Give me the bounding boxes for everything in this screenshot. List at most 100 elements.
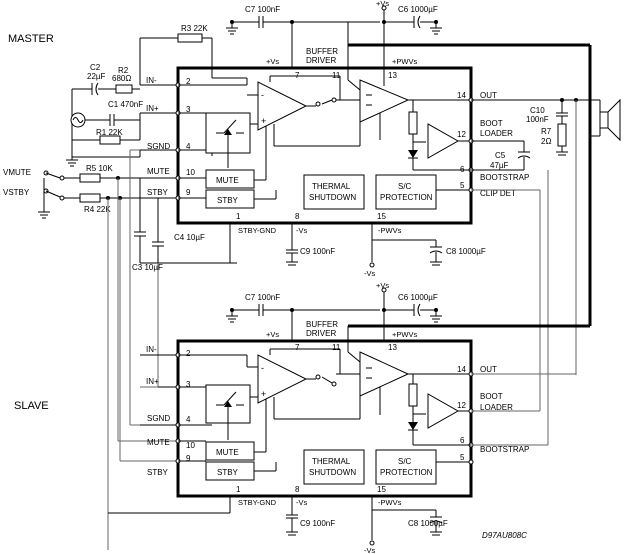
slave-stby-gnd: STBY-GND [238,498,277,507]
vs-top-label: +Vs [376,0,389,8]
master-mute-block [205,169,255,189]
r1-resistor [99,135,121,145]
slave-label: SLAVE [14,400,49,412]
r4-resistor [79,193,101,203]
master-pin1: 1 [236,212,241,221]
svg-text:+: + [261,389,266,399]
c9-label: C9 100nF [300,247,335,256]
slave-bootstrap: BOOTSTRAP [480,445,529,454]
master-pin9: 9 [186,188,191,197]
slave-mute-block [205,441,255,461]
c8-label: C8 1000µF [446,247,486,256]
c2-value: 22µF [87,72,106,81]
r2-value: 680Ω [112,74,131,83]
svg-text:-: - [261,363,264,373]
slave-c9-label: C9 100nF [300,519,335,528]
master-amplifier: R3 22K C7 100nF +Vs C6 1000µF [139,0,529,264]
slave-thermal-l2: SHUTDOWN [309,468,356,477]
master-thermal-l2: SHUTDOWN [309,193,356,202]
r3-resistor [177,33,203,43]
slave-pin9: 9 [186,454,191,463]
r5-label: R5 10K [86,164,113,173]
master-boot-l2: LOADER [480,129,513,138]
master-slave-control-wires [107,178,178,550]
slave-boot-comparator [427,393,460,429]
slave-pin11: 11 [332,343,341,352]
slave-bottom-supply: C9 100nF C8 1000µF -Vs [286,510,448,554]
slave-c6-label: C6 1000µF [398,293,438,302]
slave-c8-label: C8 1000µF [408,519,448,528]
slave-ic-body [176,339,473,498]
master-preamp [257,81,308,131]
svg-text:+: + [261,116,266,126]
slave-pin14: 14 [457,365,466,374]
slave-mute-pin: MUTE [147,438,170,447]
master-pin13: 13 [388,71,397,80]
master-stby-pin: STBY [147,188,169,197]
master-input-network: C2 22µF R2 680Ω C1 470nF R1 22K [66,63,143,167]
slave-buffer-driver-l2: DRIVER [306,329,336,338]
slave-pin12: 12 [457,401,466,410]
master-pin12: 12 [457,130,466,139]
master-sc-block [375,174,437,210]
slave-pwvs-pin-label: +PWVs [392,330,417,339]
master-clip-det: CLIP DET [480,189,516,198]
master-pin2: 2 [186,77,191,86]
c3-label: C3 10µF [132,263,163,272]
master-neg-vs: -Vs [364,269,376,278]
slave-pin13: 13 [388,343,397,352]
slave-pin5: 5 [460,453,465,462]
master-boot-comparator [427,123,460,159]
master-bottom-supply: C9 100nF C8 1000µF -Vs [286,240,486,278]
slave-minus-pwvs: -PWVs [378,498,402,507]
control-inputs: VMUTE VSTBY R5 10K R4 22K C4 10µF C3 10µ… [3,164,230,272]
c1-label: C1 470nF [108,100,143,109]
vmute-label: VMUTE [3,168,31,177]
r2-label: R2 [118,66,129,75]
master-thermal-l1: THERMAL [312,182,351,191]
slave-top-supply: C7 100nF +Vs C6 1000µF [226,281,442,341]
slave-mute-block-label: MUTE [216,448,239,457]
slave-vs-pin-label: +Vs [266,330,279,339]
slave-pin1: 1 [236,485,241,494]
master-out: OUT [480,91,497,100]
r3-label: R3 22K [181,24,208,33]
master-pin3: 3 [186,105,191,114]
r5-resistor [79,173,101,183]
slave-pin6: 6 [460,436,465,445]
vstby-label: VSTBY [3,188,30,197]
svg-text:-: - [261,90,264,100]
master-sc-l2: PROTECTION [380,193,433,202]
master-top-supply: R3 22K C7 100nF +Vs C6 1000µF [139,0,442,85]
slave-neg-vs: -Vs [364,546,376,554]
slave-buffer-driver-l1: BUFFER [306,320,338,329]
slave-pin2: 2 [186,349,191,358]
slave-preamp [257,354,308,404]
slave-minus-vs: -Vs [296,498,308,507]
slave-pin10: 10 [186,441,195,450]
c5-label: C5 [495,151,506,160]
r4-label: R4 22K [84,205,111,214]
master-vs-pin-label: +Vs [266,57,279,66]
c4-label: C4 10µF [174,233,205,242]
master-pin5: 5 [460,181,465,190]
master-buffer-driver-l1: BUFFER [306,47,338,56]
slave-boot-l1: BOOT [480,392,503,401]
slave-thermal-block [303,449,365,485]
c5-value: 47µF [490,161,509,170]
master-sgnd: SGND [147,142,170,151]
r7-label: R7 [541,127,552,136]
master-minus-vs: -Vs [296,226,308,235]
slave-pin3: 3 [186,380,191,389]
master-ic-body [176,66,473,225]
slave-stby-pin: STBY [147,468,169,477]
r1-label: R1 22K [96,128,123,137]
master-stby-block-label: STBY [217,196,239,205]
master-minus-pwvs: -PWVs [378,226,402,235]
drawing-code: D97AU808C [482,531,527,540]
master-stby-gnd: STBY-GND [238,226,277,235]
slave-in-plus: IN+ [146,377,159,386]
master-pin14: 14 [457,91,466,100]
master-label: MASTER [8,33,54,45]
master-mute-pin: MUTE [147,167,170,176]
